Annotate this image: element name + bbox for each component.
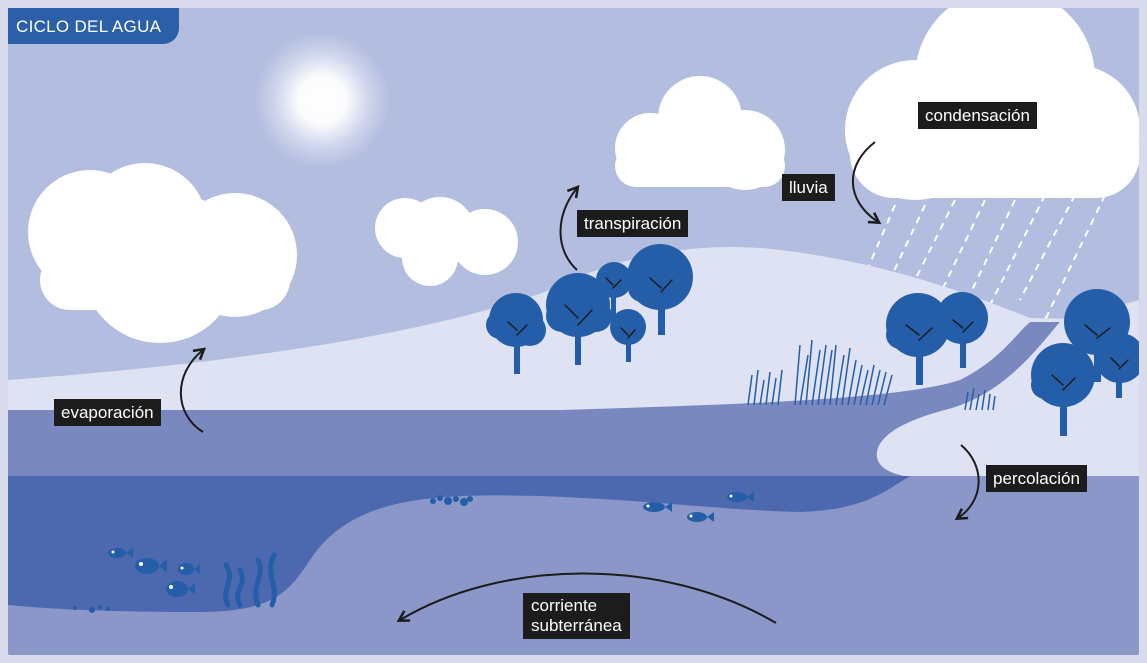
label-groundwater-line2: subterránea (531, 616, 622, 636)
label-groundwater: corriente subterránea (523, 593, 630, 639)
label-condensation: condensación (918, 102, 1037, 129)
label-evaporation: evaporación (54, 399, 161, 426)
label-groundwater-line1: corriente (531, 596, 622, 616)
diagram-title: CICLO DEL AGUA (8, 8, 179, 44)
label-percolation: percolación (986, 465, 1087, 492)
label-transpiration: transpiración (577, 210, 688, 237)
label-rain: lluvia (782, 174, 835, 201)
sun-icon (254, 32, 390, 168)
